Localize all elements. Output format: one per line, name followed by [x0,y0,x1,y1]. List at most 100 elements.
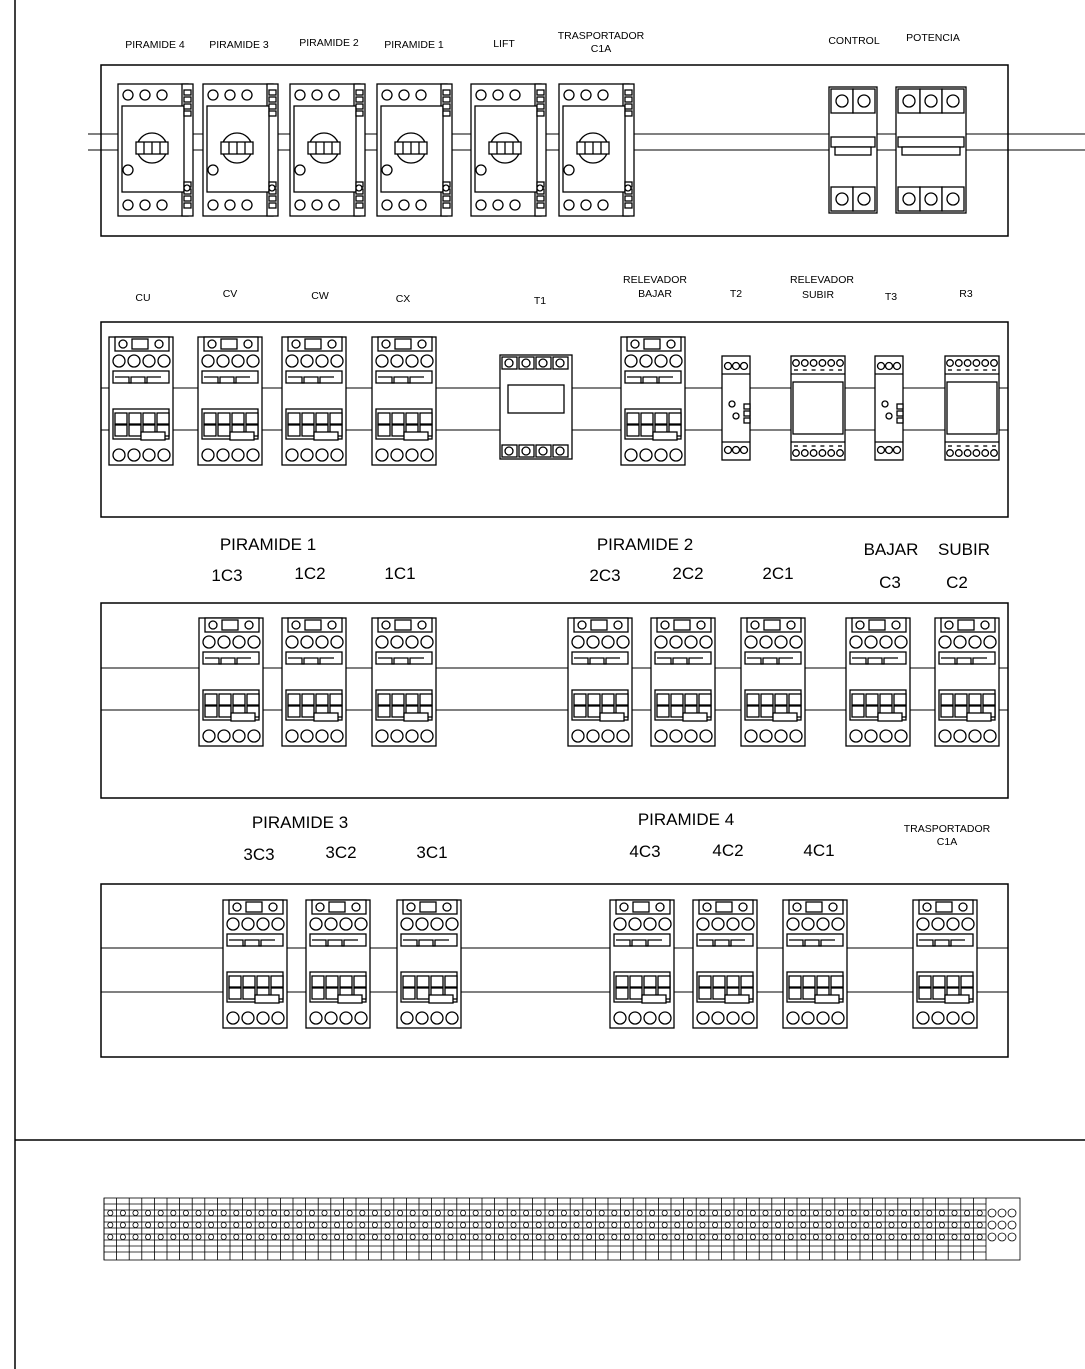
label-breaker-lift: LIFT [493,38,515,50]
terminal-screw [485,1234,492,1241]
terminal-screw [838,1210,845,1217]
terminal-screw [787,1234,794,1241]
title-bajar: BAJAR [864,540,919,559]
terminal-screw [712,1222,719,1229]
terminal-screw [938,1234,945,1241]
din-rails [88,133,1085,993]
terminal-screw [535,1210,542,1217]
terminal-screw [762,1222,769,1229]
terminal-screw [472,1222,479,1229]
contactor-4c3 [609,899,675,1029]
terminal-screw [850,1222,857,1229]
terminal-screw [964,1210,971,1217]
terminal-screw [712,1210,719,1217]
panel-row-3 [100,602,1009,799]
label-4c2: 4C2 [712,841,743,860]
terminal-screw [308,1210,315,1217]
terminal-screw [132,1210,139,1217]
terminal-screw [296,1234,303,1241]
terminal-screw [888,1234,895,1241]
breaker-piramide-2 [289,83,366,217]
label-breaker-piramide-1: PIRAMIDE 1 [384,39,444,51]
terminal-screw [447,1234,454,1241]
terminal-screw [460,1222,467,1229]
terminal-screw [775,1210,782,1217]
terminal-screw [762,1234,769,1241]
terminal-screw [119,1234,126,1241]
terminal-screw [434,1210,441,1217]
terminal-end-screw [997,1220,1007,1230]
terminal-screw [800,1210,807,1217]
terminal-screw [271,1222,278,1229]
contactor-1c3 [198,617,264,747]
terminal-screw [623,1210,630,1217]
label-breaker-piramide-2: PIRAMIDE 2 [299,37,359,49]
terminal-screw [863,1234,870,1241]
contactor-3c3 [222,899,288,1029]
terminal-screw [724,1234,731,1241]
contactor-2c3 [567,617,633,747]
title-piramide-1: PIRAMIDE 1 [220,535,316,554]
terminal-screw [434,1234,441,1241]
terminal-screw [145,1234,152,1241]
terminal-screw [460,1210,467,1217]
label-relevador-subir-2: SUBIR [802,289,835,301]
terminal-screw [271,1234,278,1241]
terminal-screw [220,1210,227,1217]
label-potencia: POTENCIA [906,32,960,44]
terminal-screw [334,1222,341,1229]
terminal-screw [497,1234,504,1241]
label-2c2: 2C2 [672,564,703,583]
label-4c3: 4C3 [629,842,660,861]
terminal-screw [888,1222,895,1229]
terminal-screw [825,1234,832,1241]
label-1c1: 1C1 [384,564,415,583]
terminal-screw [296,1210,303,1217]
terminal-screw [535,1234,542,1241]
panel-row-2 [100,321,1009,518]
label-breaker-trasportador-2: C1A [591,43,611,55]
terminal-screw [875,1234,882,1241]
terminal-screw [170,1222,177,1229]
terminal-screw [649,1210,656,1217]
contactor-cu [108,336,174,466]
terminal-screw [875,1210,882,1217]
terminal-screw [573,1210,580,1217]
terminal-screw [346,1210,353,1217]
contactor-cv [197,336,263,466]
terminal-screw [674,1222,681,1229]
terminal-screw [649,1222,656,1229]
relay-bajar [620,336,686,466]
contactor-c2-subir [934,617,1000,747]
terminal-screw [334,1210,341,1217]
terminal-screw [523,1234,530,1241]
terminal-screw [775,1222,782,1229]
terminal-screw [699,1234,706,1241]
terminal-screw [346,1222,353,1229]
label-breaker-trasportador-1: TRASPORTADOR [558,30,645,42]
terminal-screw [371,1234,378,1241]
terminal-screw [812,1222,819,1229]
terminal-screw [359,1222,366,1229]
terminal-screw [119,1210,126,1217]
label-1c2: 1C2 [294,564,325,583]
terminal-screw [661,1210,668,1217]
terminal-screw [598,1210,605,1217]
label-c2: C2 [946,573,968,592]
terminal-screw [157,1222,164,1229]
terminal-screw [119,1222,126,1229]
terminal-screw [611,1210,618,1217]
terminal-screw [674,1210,681,1217]
terminal-screw [510,1234,517,1241]
terminal-screw [107,1222,114,1229]
terminal-screw [586,1210,593,1217]
terminal-screw [208,1222,215,1229]
terminal-screw [245,1234,252,1241]
label-cw: CW [311,290,329,302]
label-cu: CU [135,292,150,304]
transformer-t1 [499,354,573,460]
terminal-screw [737,1234,744,1241]
terminal-screw [825,1222,832,1229]
terminal-end-screw [987,1232,997,1242]
terminal-end-screw [997,1232,1007,1242]
